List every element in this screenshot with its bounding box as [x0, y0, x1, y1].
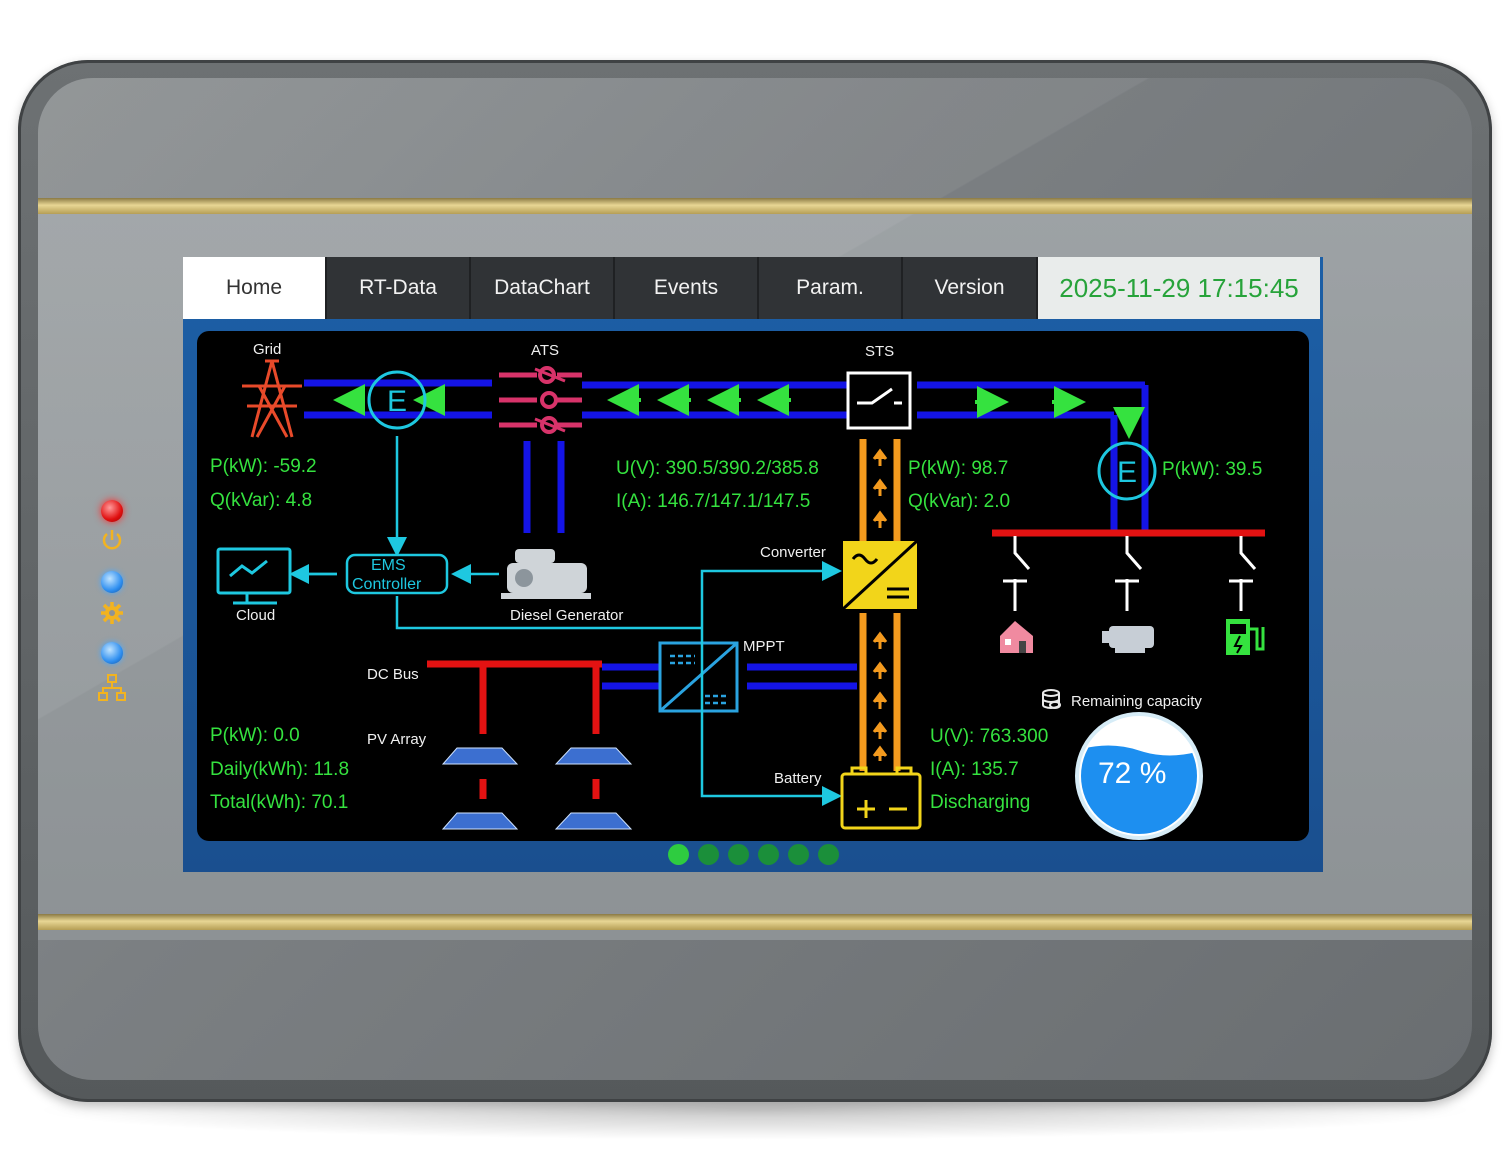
page-dot[interactable] — [788, 844, 809, 865]
grid-reactive: Q(kVar): 4.8 — [210, 490, 313, 511]
monitor-icon — [216, 547, 292, 605]
sts-label: STS — [865, 343, 895, 360]
ats-switch — [499, 366, 582, 434]
comm-lines — [289, 436, 842, 806]
gold-trim-bottom — [38, 914, 1472, 930]
tab-datachart[interactable]: DataChart — [471, 257, 615, 319]
converter-label: Converter — [760, 544, 826, 561]
grid-label: Grid — [253, 341, 282, 358]
tab-param[interactable]: Param. — [759, 257, 903, 319]
gear-icon — [101, 602, 123, 624]
ats-label: ATS — [531, 342, 560, 359]
pv-power: P(kW): 0.0 — [210, 725, 300, 746]
tab-version[interactable]: Version — [903, 257, 1038, 319]
single-line-diagram: E E — [197, 331, 1309, 841]
database-icon — [1042, 689, 1061, 709]
power-icon — [102, 530, 122, 550]
pv-total: Total(kWh): 70.1 — [210, 792, 349, 813]
remaining-capacity-label: Remaining capacity — [1071, 693, 1202, 710]
soc-percent: 72 % — [1098, 757, 1167, 790]
network-icon — [98, 674, 126, 701]
pv-daily: Daily(kWh): 11.8 — [210, 759, 350, 780]
ats-voltage: U(V): 390.5/390.2/385.8 — [616, 458, 819, 479]
charger-icon — [1226, 619, 1265, 655]
grid-power: P(kW): -59.2 — [210, 456, 317, 477]
meter-letter-text: E — [387, 385, 407, 418]
soc-gauge — [1075, 712, 1203, 840]
tower-icon — [242, 359, 302, 438]
dc-link-orange — [859, 439, 901, 771]
page-dot[interactable] — [728, 844, 749, 865]
tab-rt-data[interactable]: RT-Data — [327, 257, 471, 319]
datetime-display: 2025-11-29 17:15:45 — [1038, 257, 1320, 319]
battery-state: Discharging — [930, 792, 1031, 813]
mppt-icon — [658, 641, 739, 713]
sts-switch — [846, 371, 912, 430]
sts-power: P(kW): 98.7 — [908, 458, 1009, 479]
ems-controller-box — [345, 553, 449, 595]
diesel-label: Diesel Generator — [510, 607, 624, 624]
gold-trim-top — [38, 198, 1472, 214]
pv-array-label: PV Array — [367, 731, 427, 748]
diesel-generator-icon — [501, 549, 591, 599]
ems-label-line2: Controller — [352, 576, 422, 593]
flow-arrows-battery — [872, 448, 888, 761]
house-icon — [1000, 621, 1033, 653]
battery-label: Battery — [774, 770, 822, 787]
run-led — [101, 571, 123, 593]
dc-bus — [427, 660, 602, 799]
hmi-screen: Home RT-Data DataChart Events Param. Ver… — [183, 257, 1323, 872]
network-led — [101, 642, 123, 664]
ems-label-line1: EMS — [371, 557, 406, 574]
converter-icon — [841, 539, 919, 611]
tab-events[interactable]: Events — [615, 257, 759, 319]
page-dot[interactable] — [698, 844, 719, 865]
cloud-label: Cloud — [236, 607, 276, 624]
load-meter: E — [1097, 441, 1157, 501]
motor-icon — [1102, 626, 1154, 653]
battery-current: I(A): 135.7 — [930, 759, 1019, 780]
sts-reactive: Q(kVar): 2.0 — [908, 491, 1011, 512]
battery-icon — [840, 766, 922, 830]
tab-home[interactable]: Home — [183, 257, 327, 319]
ats-current: I(A): 146.7/147.1/147.5 — [616, 491, 811, 512]
page-dot[interactable] — [668, 844, 689, 865]
meter-letter-text: E — [1117, 456, 1137, 489]
page-dot[interactable] — [818, 844, 839, 865]
grid-meter: E — [367, 370, 427, 430]
page-indicator — [668, 844, 839, 865]
page-dot[interactable] — [758, 844, 779, 865]
dc-bus-label: DC Bus — [367, 666, 419, 683]
flow-arrows-grid — [333, 384, 1145, 439]
battery-voltage: U(V): 763.300 — [930, 726, 1049, 747]
mppt-label: MPPT — [743, 638, 785, 655]
load-power: P(kW): 39.5 — [1162, 459, 1263, 480]
pv-array-icon — [441, 747, 633, 830]
load-bus — [992, 529, 1265, 611]
tab-bar: Home RT-Data DataChart Events Param. Ver… — [183, 257, 1320, 319]
power-led — [101, 500, 123, 522]
